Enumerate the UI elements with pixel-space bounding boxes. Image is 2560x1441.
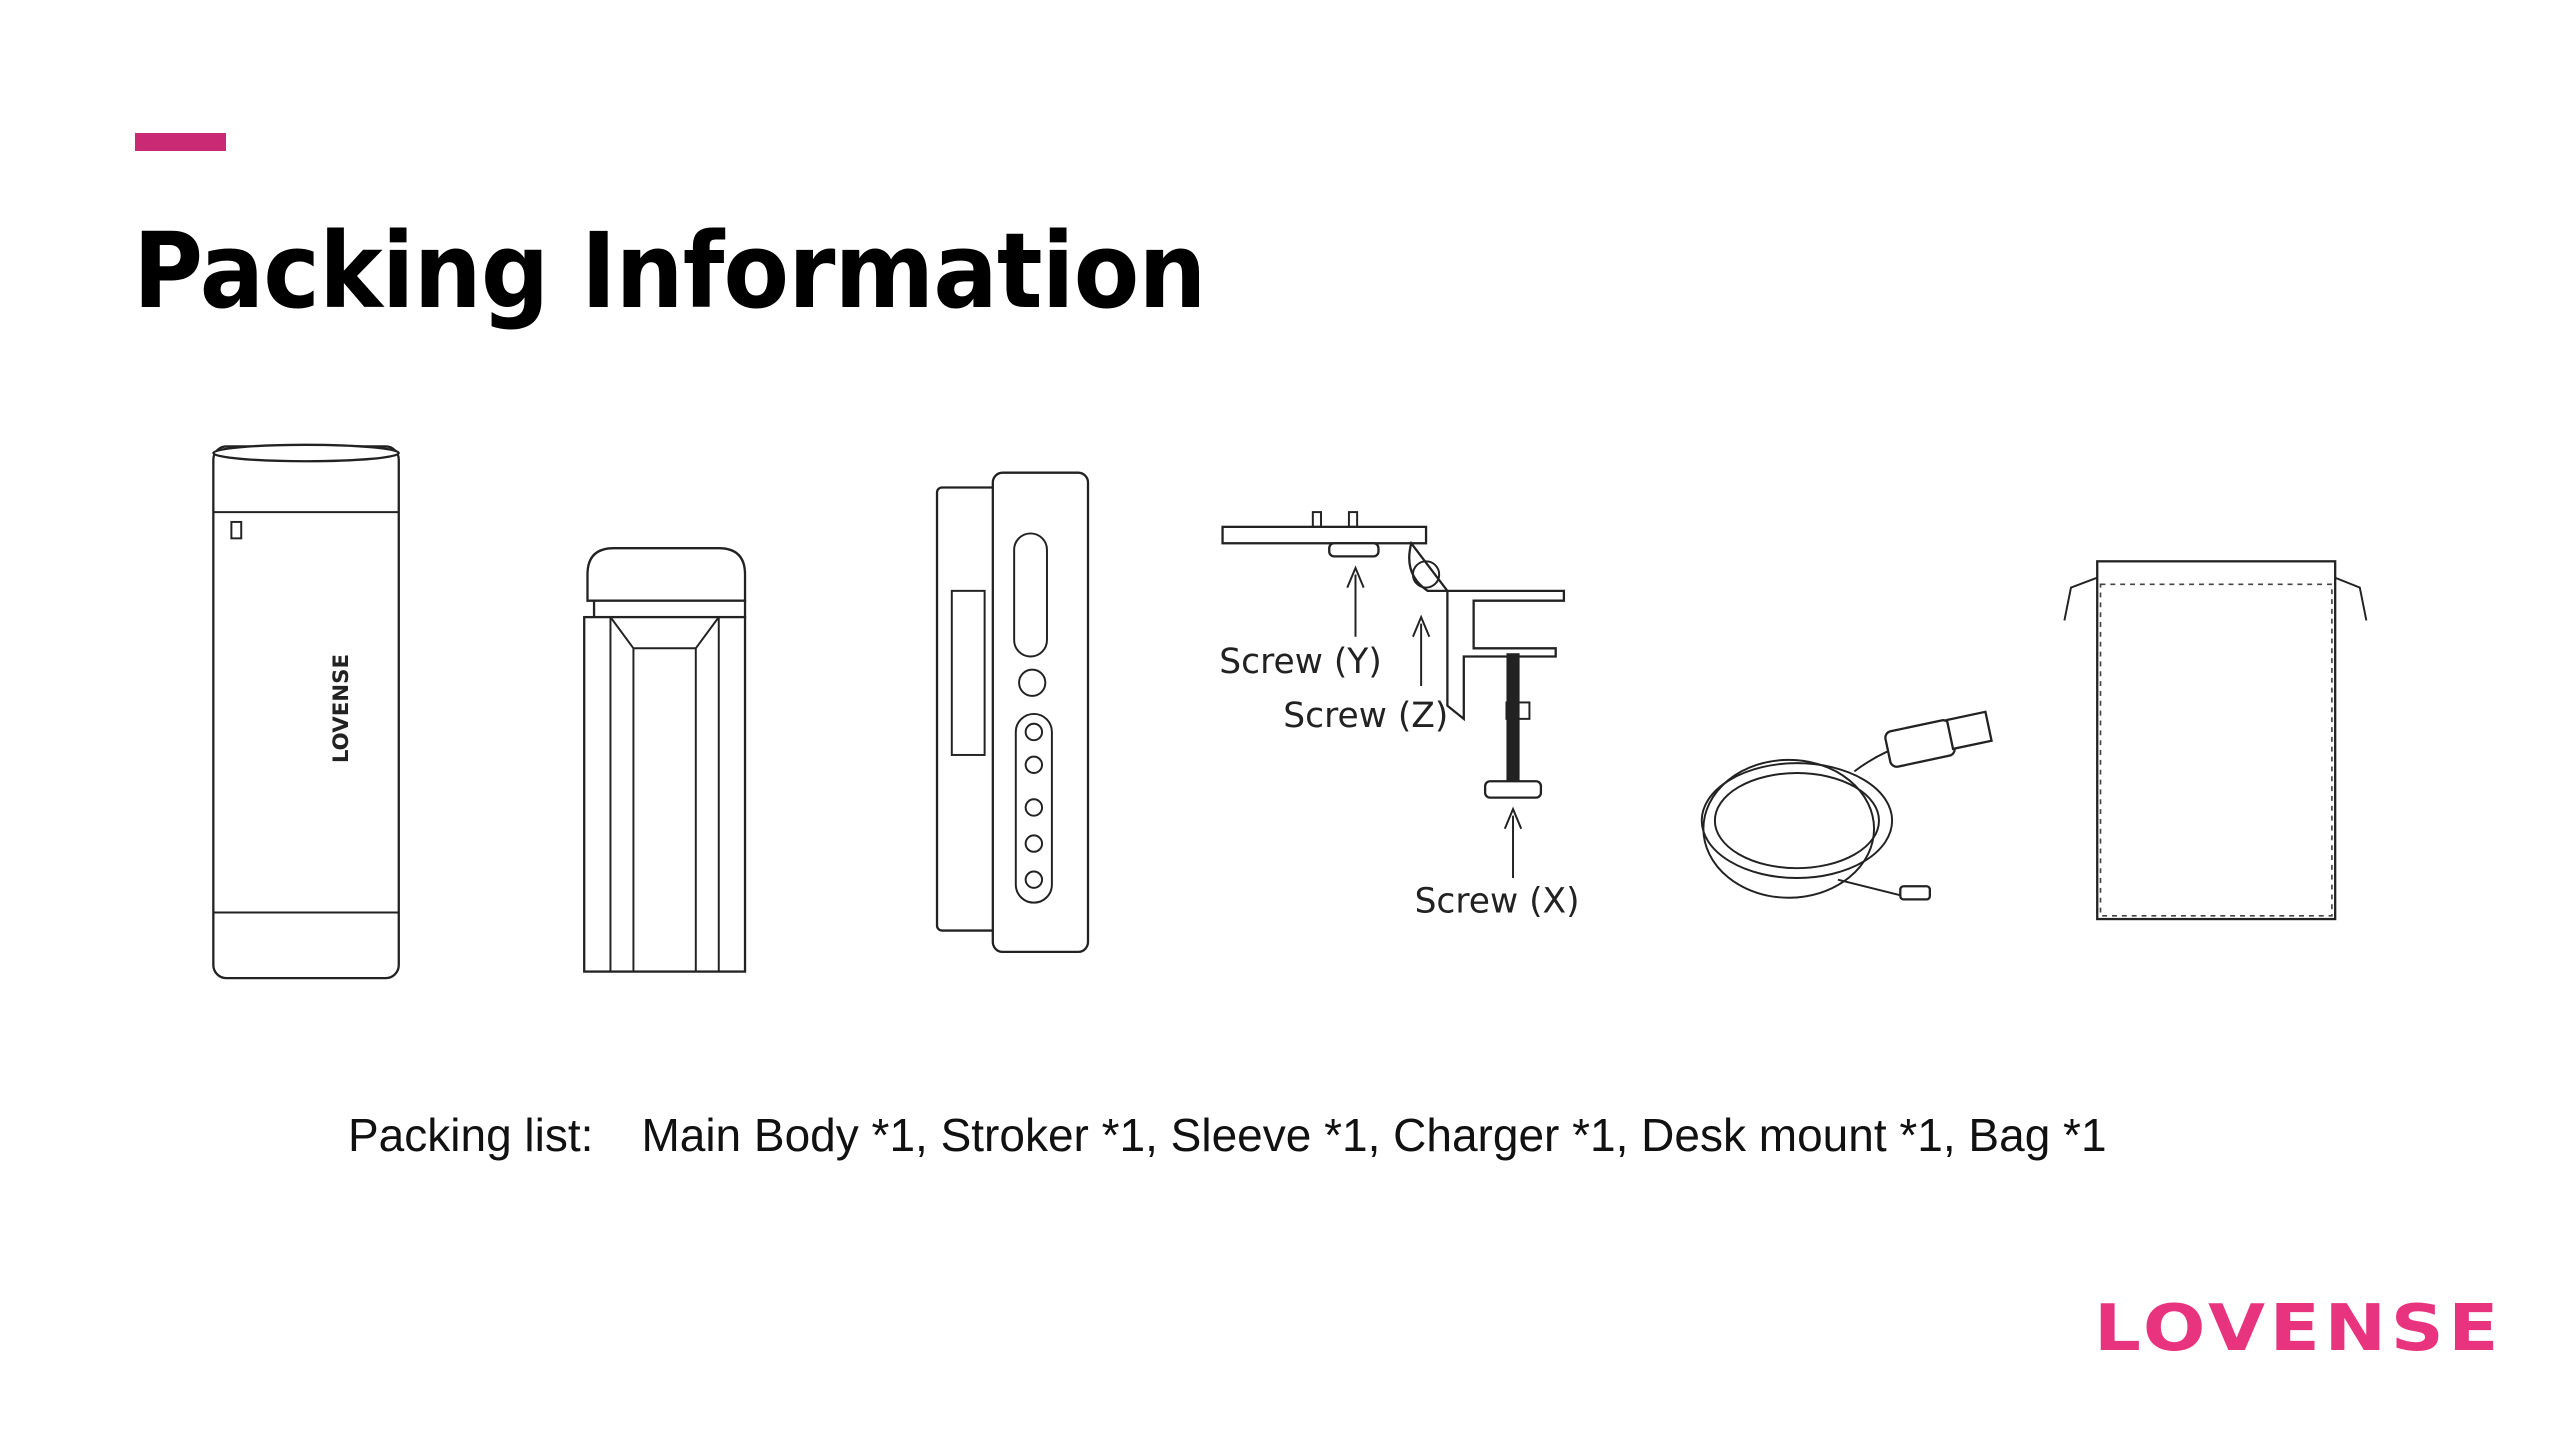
screw-y-label: Screw (Y) xyxy=(1219,642,1381,682)
charger-illustration xyxy=(1700,710,1993,901)
desk-mount-illustration: Screw (Y) Screw (Z) Screw (X) xyxy=(1219,511,1580,922)
stroker-illustration xyxy=(583,547,747,973)
packing-list-label: Packing list: xyxy=(348,1109,594,1161)
bag-illustration xyxy=(2063,560,2368,921)
packing-list: Packing list: Main Body *1, Stroker *1, S… xyxy=(348,1108,2107,1162)
sleeve-illustration xyxy=(935,471,1090,954)
accent-bar xyxy=(135,133,226,151)
main-body-illustration: LOVENSE xyxy=(212,443,400,980)
screw-x-label: Screw (X) xyxy=(1415,882,1580,922)
packing-list-items: Main Body *1, Stroker *1, Sleeve *1, Cha… xyxy=(641,1109,2107,1161)
main-body-logo: LOVENSE xyxy=(329,654,354,763)
screw-z-label: Screw (Z) xyxy=(1283,696,1448,736)
page-title: Packing Information xyxy=(133,210,1207,332)
brand-logo: LOVENSE xyxy=(2094,1292,2504,1366)
